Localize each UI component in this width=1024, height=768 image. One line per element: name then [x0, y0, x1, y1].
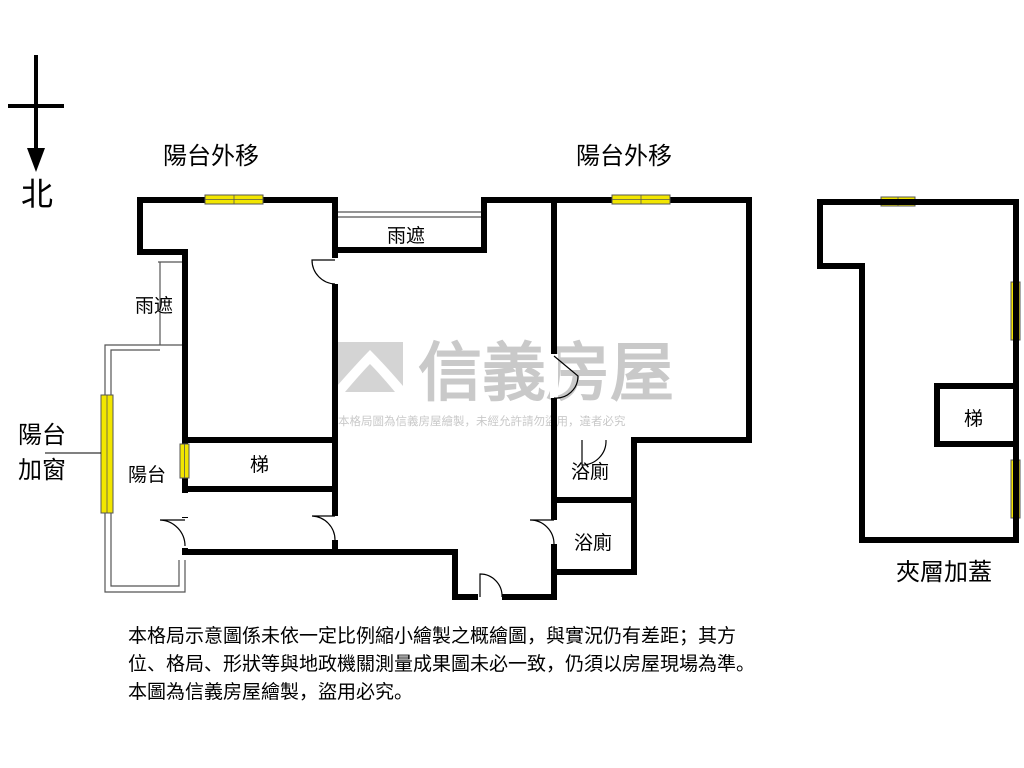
rain-cover-left-label: 雨遮 — [135, 295, 173, 317]
mezzanine-addition-label: 夾層加蓋 — [896, 558, 992, 586]
north-label: 北 — [21, 175, 53, 213]
balcony-relocated-right-label: 陽台外移 — [576, 142, 672, 170]
balcony-label: 陽台 — [128, 464, 166, 486]
rain-cover-top-label: 雨遮 — [387, 225, 425, 247]
stairs-main-label: 梯 — [250, 454, 269, 476]
bathroom-2-label: 浴廁 — [574, 531, 612, 554]
disclaimer-note: 本格局示意圖係未依一定比例縮小繪製之概繪圖，與實況仍有差距；其方 位、格局、形狀… — [128, 622, 928, 706]
left-balcony — [104, 261, 186, 593]
arrow-down-icon — [27, 148, 45, 172]
bathroom-1-label: 浴廁 — [571, 460, 609, 483]
disclaimer-line1: 本格局示意圖係未依一定比例縮小繪製之概繪圖，與實況仍有差距；其方 — [128, 625, 737, 647]
disclaimer-line3: 本圖為信義房屋繪製，盜用必究。 — [128, 681, 414, 703]
room-labels: 陽台外移 陽台外移 雨遮 雨遮 陽台 加窗 陽台 梯 浴廁 浴廁 梯 夾層加蓋 — [18, 142, 992, 586]
north-compass: 北 — [8, 55, 64, 213]
watermark-notice: 本格局圖為信義房屋繪製，未經允許請勿盜用，違者必究 — [338, 414, 626, 428]
watermark: 信義房屋 本格局圖為信義房屋繪製，未經允許請勿盜用，違者必究 — [337, 337, 674, 428]
balcony-window-label-line1: 陽台 — [18, 421, 66, 449]
rain-cover-top-outline — [335, 211, 484, 218]
doors — [159, 258, 607, 601]
disclaimer-line2: 位、格局、形狀等與地政機關測量成果圖未必一致，仍須以房屋現場為準。 — [128, 653, 756, 675]
watermark-logo-icon — [337, 342, 403, 400]
mezzanine-walls — [817, 199, 1019, 543]
balcony-window-label-line2: 加窗 — [18, 456, 66, 484]
watermark-brand: 信義房屋 — [418, 337, 674, 411]
balcony-relocated-left-label: 陽台外移 — [163, 142, 259, 170]
stairs-mezzanine-label: 梯 — [964, 408, 983, 430]
